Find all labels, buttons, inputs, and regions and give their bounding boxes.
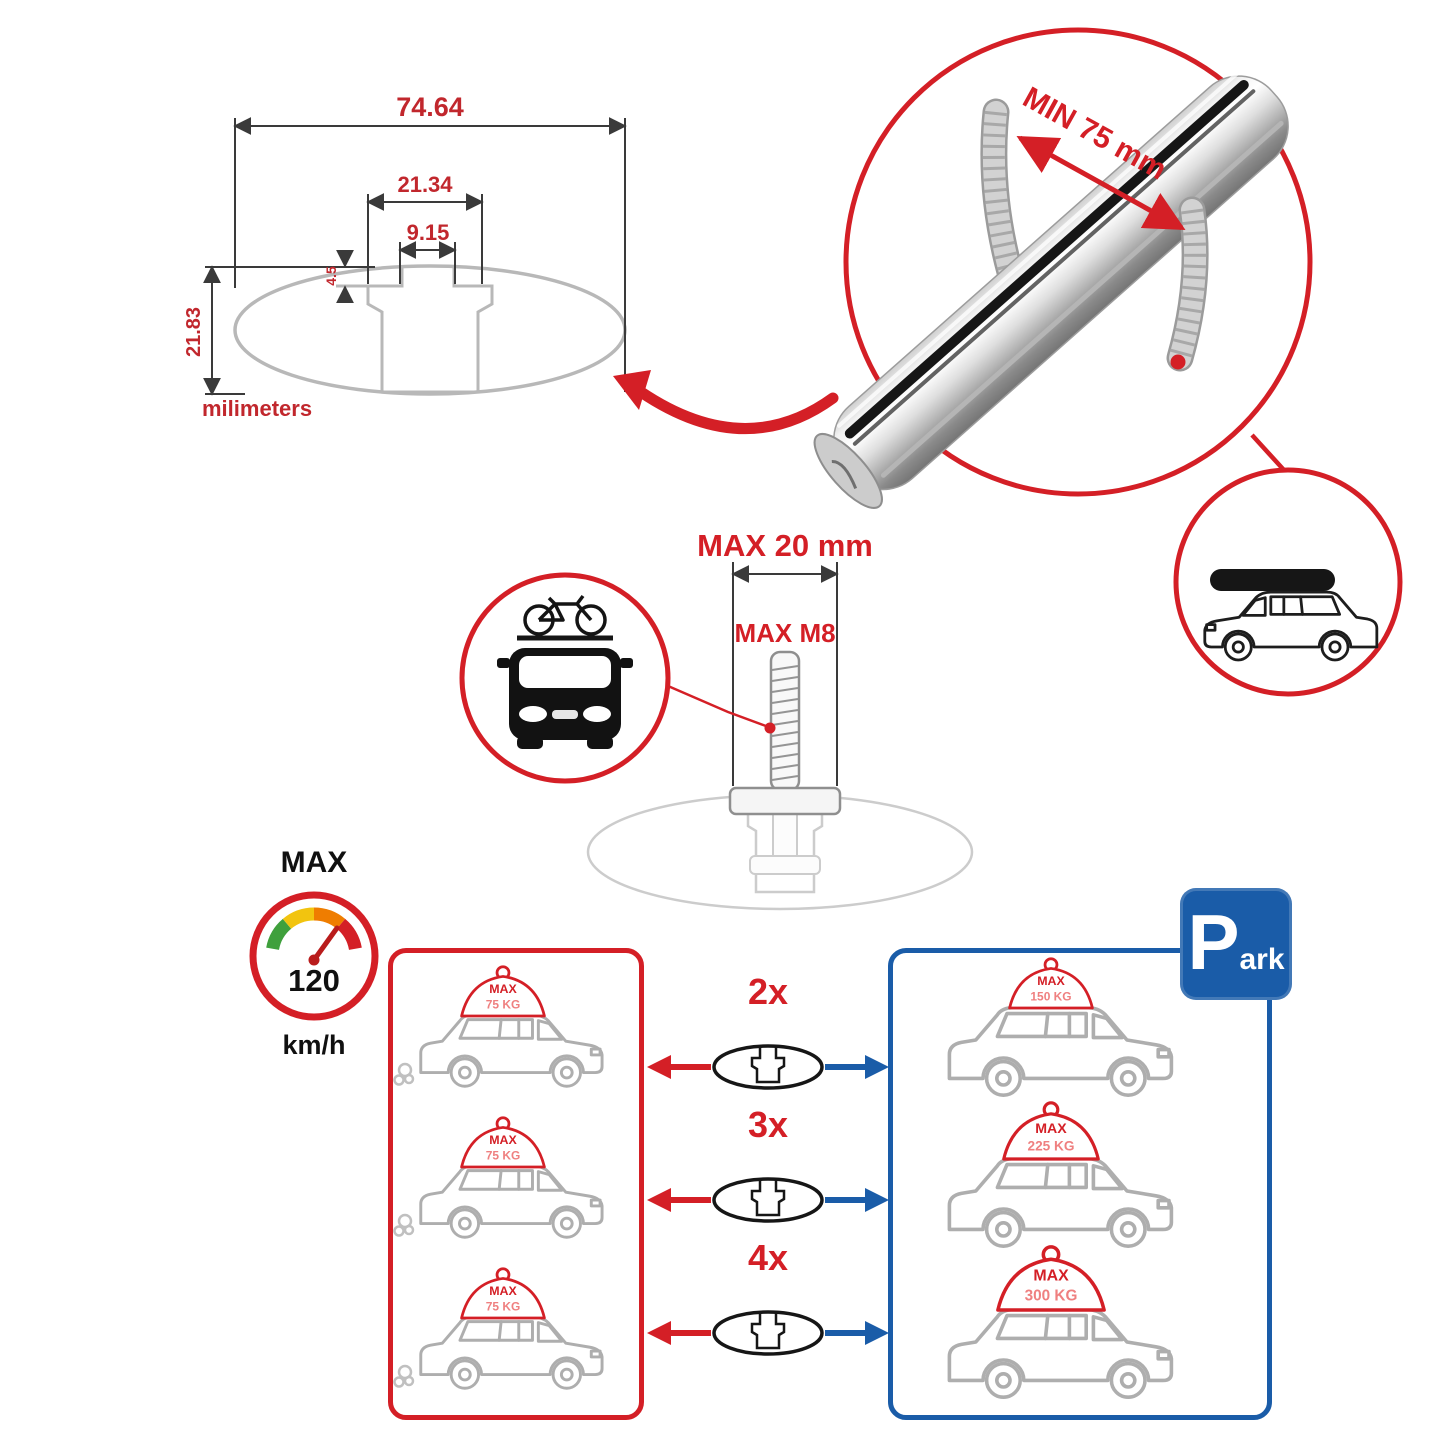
speed-limit-block: MAX 120 km/h: [232, 846, 396, 1061]
park-sign-ark: ark: [1239, 943, 1285, 976]
roof-load-badge: MAX 300 KG: [996, 1245, 1106, 1312]
grille: [552, 710, 578, 719]
bolt-leader-dot: [764, 722, 776, 734]
multiplier-label: 3x: [748, 1104, 788, 1145]
crossbar-section-icon: [712, 1310, 824, 1356]
car-icon: [947, 1307, 1174, 1399]
svg-text:150 KG: 150 KG: [1030, 990, 1071, 1004]
svg-text:75 KG: 75 KG: [486, 1300, 521, 1314]
tire-left: [517, 736, 543, 749]
roof-load-badge: MAX 225 KG: [1002, 1101, 1100, 1161]
svg-text:MAX: MAX: [1033, 1268, 1069, 1285]
svg-text:MAX: MAX: [489, 1133, 517, 1147]
bar-profile-ellipse: [233, 264, 627, 396]
dim-outer-width: 74.64: [396, 92, 464, 122]
driving-row-2: MAX 75 KG: [393, 1116, 604, 1239]
svg-text:MAX: MAX: [489, 1284, 517, 1298]
clamp-strap-front-icon: [1166, 196, 1209, 372]
roof-load-badge: MAX 75 KG: [460, 1267, 546, 1320]
unit-label: milimeters: [202, 396, 312, 421]
svg-text:225 KG: 225 KG: [1027, 1139, 1074, 1154]
bolt-leader-line: [667, 684, 767, 728]
bike-icon: [523, 594, 607, 636]
crossbar-section-icon: [712, 1044, 824, 1090]
driving-row-1: MAX 75 KG: [393, 965, 604, 1088]
svg-text:MAX: MAX: [489, 982, 517, 996]
roof-load-badge: MAX 75 KG: [460, 1116, 546, 1169]
multiplier-row-1: 2x: [647, 971, 889, 1090]
t-slot-profile: [366, 267, 494, 394]
cross-section-diagram: 74.64 21.34 9.15 21.83 4.5 milimeters: [183, 92, 627, 421]
tire-right: [587, 736, 613, 749]
speed-unit-label: km/h: [282, 1030, 346, 1060]
car-icon: [419, 1164, 604, 1239]
parked-row-3: MAX 300 KG: [947, 1245, 1174, 1399]
multiplier-label: 4x: [748, 1237, 788, 1278]
speed-value: 120: [288, 963, 340, 998]
svg-text:75 KG: 75 KG: [486, 998, 521, 1012]
min-clamp-arrow: [1016, 135, 1186, 231]
headlight-right: [583, 706, 611, 722]
suv-roofbox-icon: [1203, 569, 1379, 662]
multiplier-label: 2x: [748, 971, 788, 1012]
bolt-plate: [728, 786, 842, 816]
svg-text:300 KG: 300 KG: [1025, 1288, 1078, 1305]
driving-row-3: MAX 75 KG: [393, 1267, 604, 1390]
parked-row-2: MAX 225 KG: [947, 1101, 1174, 1248]
max-width-label: MAX 20 mm: [697, 528, 873, 563]
car-icon: [419, 1013, 604, 1088]
crossbar-section-icon: [712, 1177, 824, 1223]
clamp-strap-rear-icon: [980, 98, 1024, 286]
parked-load-box: MAX 150 KG MAX 225 KG MAX 300 KG: [888, 948, 1272, 1420]
exhaust-smoke-icon: [393, 1062, 415, 1086]
mount-diagram: MAX 20 mm MAX M8: [459, 528, 974, 911]
svg-text:MAX: MAX: [1035, 1121, 1067, 1137]
roof-box-icon: [1210, 569, 1335, 591]
car-icon: [419, 1315, 604, 1390]
svg-text:75 KG: 75 KG: [486, 1149, 521, 1163]
zoom-arrow: [613, 370, 839, 435]
windshield: [519, 656, 611, 688]
headlight-left: [519, 706, 547, 722]
dim-slot-depth: 4.5: [323, 266, 339, 286]
speedometer-icon: 120: [249, 891, 379, 1021]
multiplier-row-3: 4x: [647, 1237, 889, 1356]
multiplier-row-2: 3x: [647, 1104, 889, 1223]
car-icon: [947, 1005, 1174, 1097]
dim-slot-width: 9.15: [407, 220, 450, 245]
car-front-icon: [497, 594, 633, 749]
mirror-left: [497, 658, 510, 668]
parked-row-1: MAX 150 KG: [947, 957, 1174, 1097]
bolt-icon: [728, 650, 842, 816]
exhaust-smoke-icon: [393, 1213, 415, 1237]
speed-max-label: MAX: [280, 846, 348, 879]
mirror-right: [620, 658, 633, 668]
bar-detail-view: MIN 75 mm: [813, 27, 1403, 697]
roof-load-badge: MAX 150 KG: [1008, 957, 1094, 1010]
max-thread-label: MAX M8: [734, 618, 835, 648]
svg-text:MAX: MAX: [1037, 974, 1065, 988]
car-icon: [947, 1156, 1174, 1248]
dim-mid-width: 21.34: [397, 172, 453, 197]
gauge-needle: [311, 925, 340, 963]
exhaust-smoke-icon: [393, 1364, 415, 1388]
dim-height: 21.83: [183, 307, 205, 357]
ghost-slot-nut: [749, 855, 821, 875]
park-sign-p: P: [1187, 898, 1240, 986]
driving-load-box: MAX 75 KG MAX 75 KG MAX: [388, 948, 644, 1420]
strap-anchor-dot: [1170, 354, 1186, 370]
zoom-arrowhead: [613, 370, 651, 410]
roof-load-badge: MAX 75 KG: [460, 965, 546, 1018]
